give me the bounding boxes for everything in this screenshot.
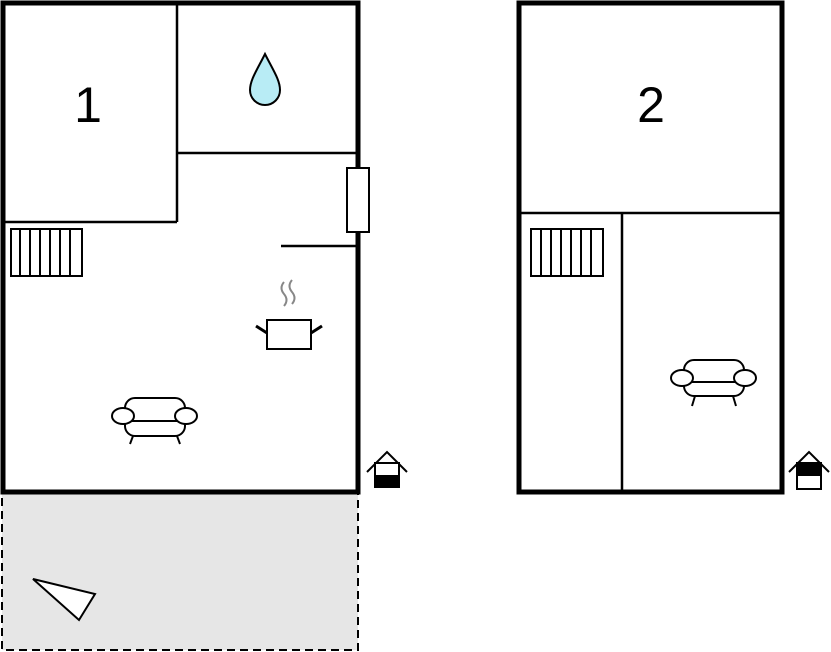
floor-1-outline [0, 0, 361, 495]
upper-floor-house-icon [788, 450, 830, 490]
room-2-number: 2 [637, 77, 665, 133]
water-drop-icon [248, 51, 282, 106]
sofa-icon [111, 397, 198, 445]
radiator-icon [530, 228, 604, 277]
direction-triangle-icon [32, 578, 97, 622]
ground-floor-house-icon [366, 450, 408, 488]
terrace-area [1, 491, 359, 651]
floor-1-inner-walls [3, 3, 358, 248]
floor-2-inner-walls [519, 211, 782, 492]
window [346, 167, 370, 233]
radiator-icon [10, 228, 83, 277]
sofa-icon [670, 359, 757, 407]
floor-2-outline [516, 0, 785, 495]
room-1-number: 1 [74, 77, 102, 133]
cooking-pot-icon [255, 279, 323, 350]
